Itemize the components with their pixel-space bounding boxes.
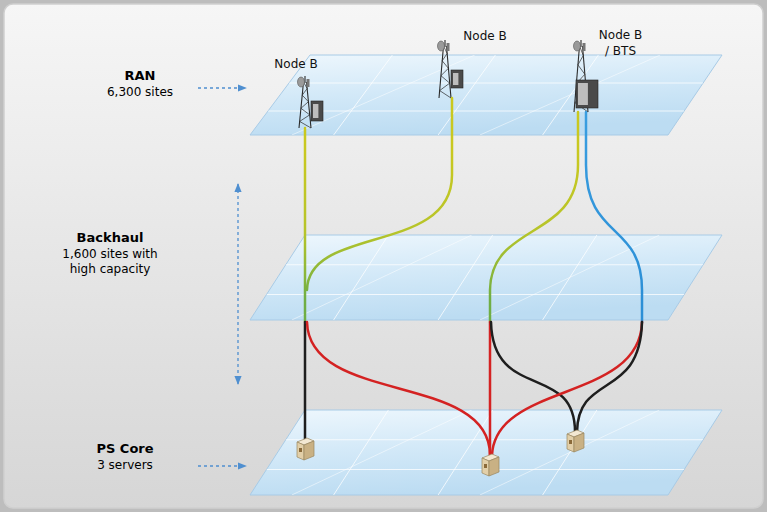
network-layer: PS Core3 servers — [8, 400, 724, 500]
servers — [297, 430, 584, 476]
antenna-dish — [574, 41, 581, 51]
base-station: Node B / BTS — [558, 24, 652, 114]
node-label: Node B / BTS — [597, 28, 644, 59]
text-block: Node B — [457, 29, 513, 45]
link — [586, 112, 642, 322]
cabinet-door — [578, 83, 588, 105]
pointer-arrow — [198, 87, 246, 88]
link — [307, 322, 490, 455]
link — [489, 322, 492, 455]
node-label: Node B — [268, 57, 324, 73]
equipment-cabinet — [451, 70, 463, 88]
text-block: RAN6,300 sites — [90, 68, 190, 100]
base-station: Node B — [424, 26, 516, 100]
network-layer: RAN6,300 sites Node B Node B Node B / BTS — [8, 20, 724, 142]
layer-detail: 1,600 sites with high capacity — [55, 247, 165, 278]
text-block: Node B / BTS — [597, 28, 644, 59]
span-arrow — [237, 184, 238, 384]
antenna-dish — [438, 41, 445, 51]
plane-surface — [250, 410, 722, 495]
plane-grid — [268, 55, 703, 135]
equipment-cabinet — [576, 80, 598, 108]
node-label: Node B — [457, 29, 513, 45]
server-icon — [297, 438, 314, 460]
layer-title: PS Core — [75, 441, 175, 458]
network-layer: Backhaul1,600 sites with high capacity — [8, 222, 724, 324]
text-block: Backhaul1,600 sites with high capacity — [55, 230, 165, 278]
link — [577, 322, 642, 432]
antenna-panel — [447, 43, 450, 51]
cabinet-door — [453, 73, 458, 85]
server-icon — [482, 454, 499, 476]
pointer-arrows — [198, 88, 246, 466]
link — [492, 322, 642, 455]
link — [304, 322, 307, 440]
equipment-cabinet — [311, 101, 323, 121]
antenna-dish — [298, 77, 305, 87]
text-block: Node B — [268, 57, 324, 73]
layer-title: Backhaul — [55, 230, 165, 247]
plane-surface — [250, 55, 722, 135]
cabinet-door — [313, 104, 318, 118]
link — [307, 98, 452, 290]
link — [491, 322, 575, 432]
plane-grid — [267, 235, 704, 320]
layer-title: RAN — [90, 68, 190, 85]
text-block: PS Core3 servers — [75, 441, 175, 473]
layer-detail: 3 servers — [75, 458, 175, 474]
pointer-arrow — [198, 465, 246, 466]
plane-grid — [267, 410, 704, 495]
layer-detail: 6,300 sites — [90, 85, 190, 101]
base-station: Node B — [264, 54, 338, 132]
link — [304, 128, 307, 322]
server-icon — [567, 430, 584, 452]
panel — [4, 4, 763, 508]
backhaul-links — [305, 98, 642, 455]
link — [490, 112, 578, 322]
plane-surface — [250, 235, 722, 320]
antenna-panel — [307, 79, 310, 87]
antenna-panel — [583, 43, 586, 51]
